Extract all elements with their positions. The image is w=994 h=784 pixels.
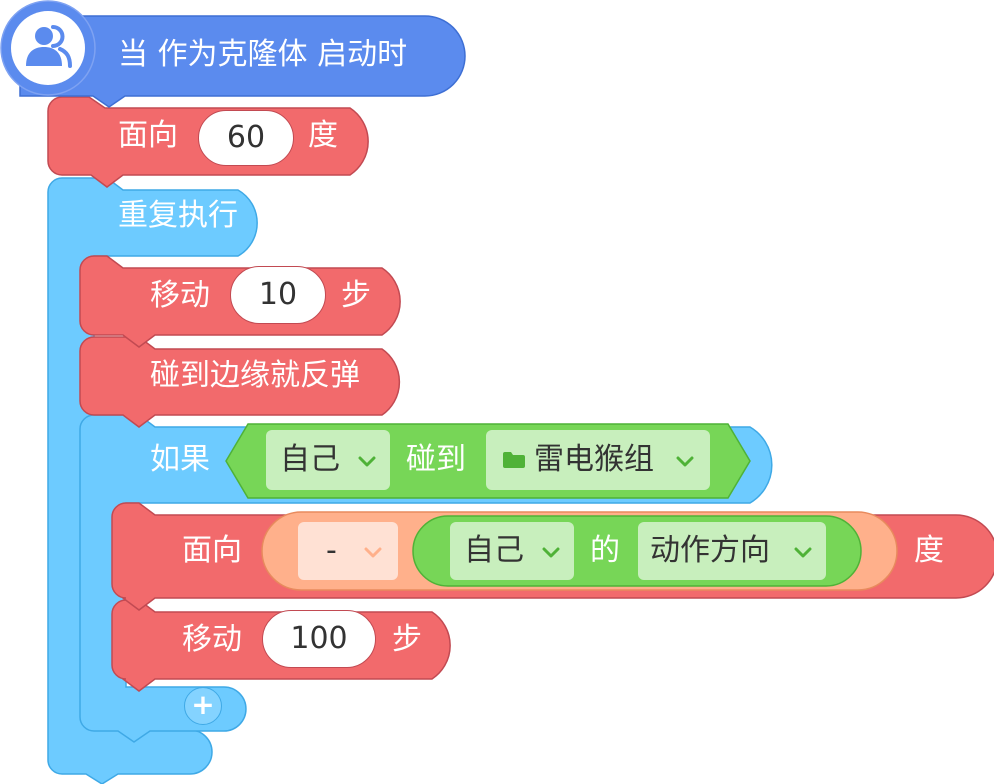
move-2-label: 移动 — [182, 622, 242, 657]
face-1-label: 面向 — [118, 118, 178, 153]
sprite-dropdown-1-value: 自己 — [280, 442, 340, 477]
move-2-unit: 步 — [392, 622, 422, 657]
if-label: 如果 — [150, 442, 210, 477]
forever-label: 重复执行 — [118, 198, 238, 233]
operator-dropdown-value: - — [326, 533, 337, 568]
clone-users-icon — [26, 25, 72, 68]
chevron-down-icon — [542, 547, 560, 558]
folder-icon — [503, 452, 525, 468]
operator-dropdown[interactable]: - — [298, 522, 398, 580]
add-block-button[interactable]: + — [184, 687, 222, 725]
property-dropdown-value: 动作方向 — [650, 533, 770, 568]
move-2-steps-input[interactable]: 100 — [262, 610, 376, 668]
face-2-label: 面向 — [182, 533, 242, 568]
face-1-unit: 度 — [308, 118, 338, 153]
sprite-dropdown-1[interactable]: 自己 — [266, 430, 390, 490]
target-dropdown-value: 雷电猴组 — [534, 442, 654, 477]
sprite-dropdown-2-value: 自己 — [464, 533, 524, 568]
face-1-angle-input[interactable]: 60 — [198, 110, 294, 166]
sprite-dropdown-2[interactable]: 自己 — [450, 522, 574, 580]
bounce-label: 碰到边缘就反弹 — [150, 358, 360, 393]
chevron-down-icon — [794, 547, 812, 558]
property-dropdown[interactable]: 动作方向 — [638, 522, 826, 580]
target-dropdown[interactable]: 雷电猴组 — [486, 430, 710, 490]
chevron-down-icon — [676, 456, 694, 467]
hat-label: 当 作为克隆体 启动时 — [118, 37, 408, 72]
hat-block-body[interactable] — [19, 15, 466, 108]
move-1-steps-input[interactable]: 10 — [230, 266, 326, 324]
chevron-down-icon — [364, 547, 382, 558]
touching-label: 碰到 — [406, 442, 466, 477]
bounce-block-body[interactable] — [79, 336, 401, 428]
chevron-down-icon — [358, 456, 376, 467]
face-2-unit: 度 — [914, 533, 944, 568]
of-label: 的 — [590, 533, 620, 568]
move-1-unit: 步 — [341, 278, 371, 313]
move-1-label: 移动 — [150, 278, 210, 313]
